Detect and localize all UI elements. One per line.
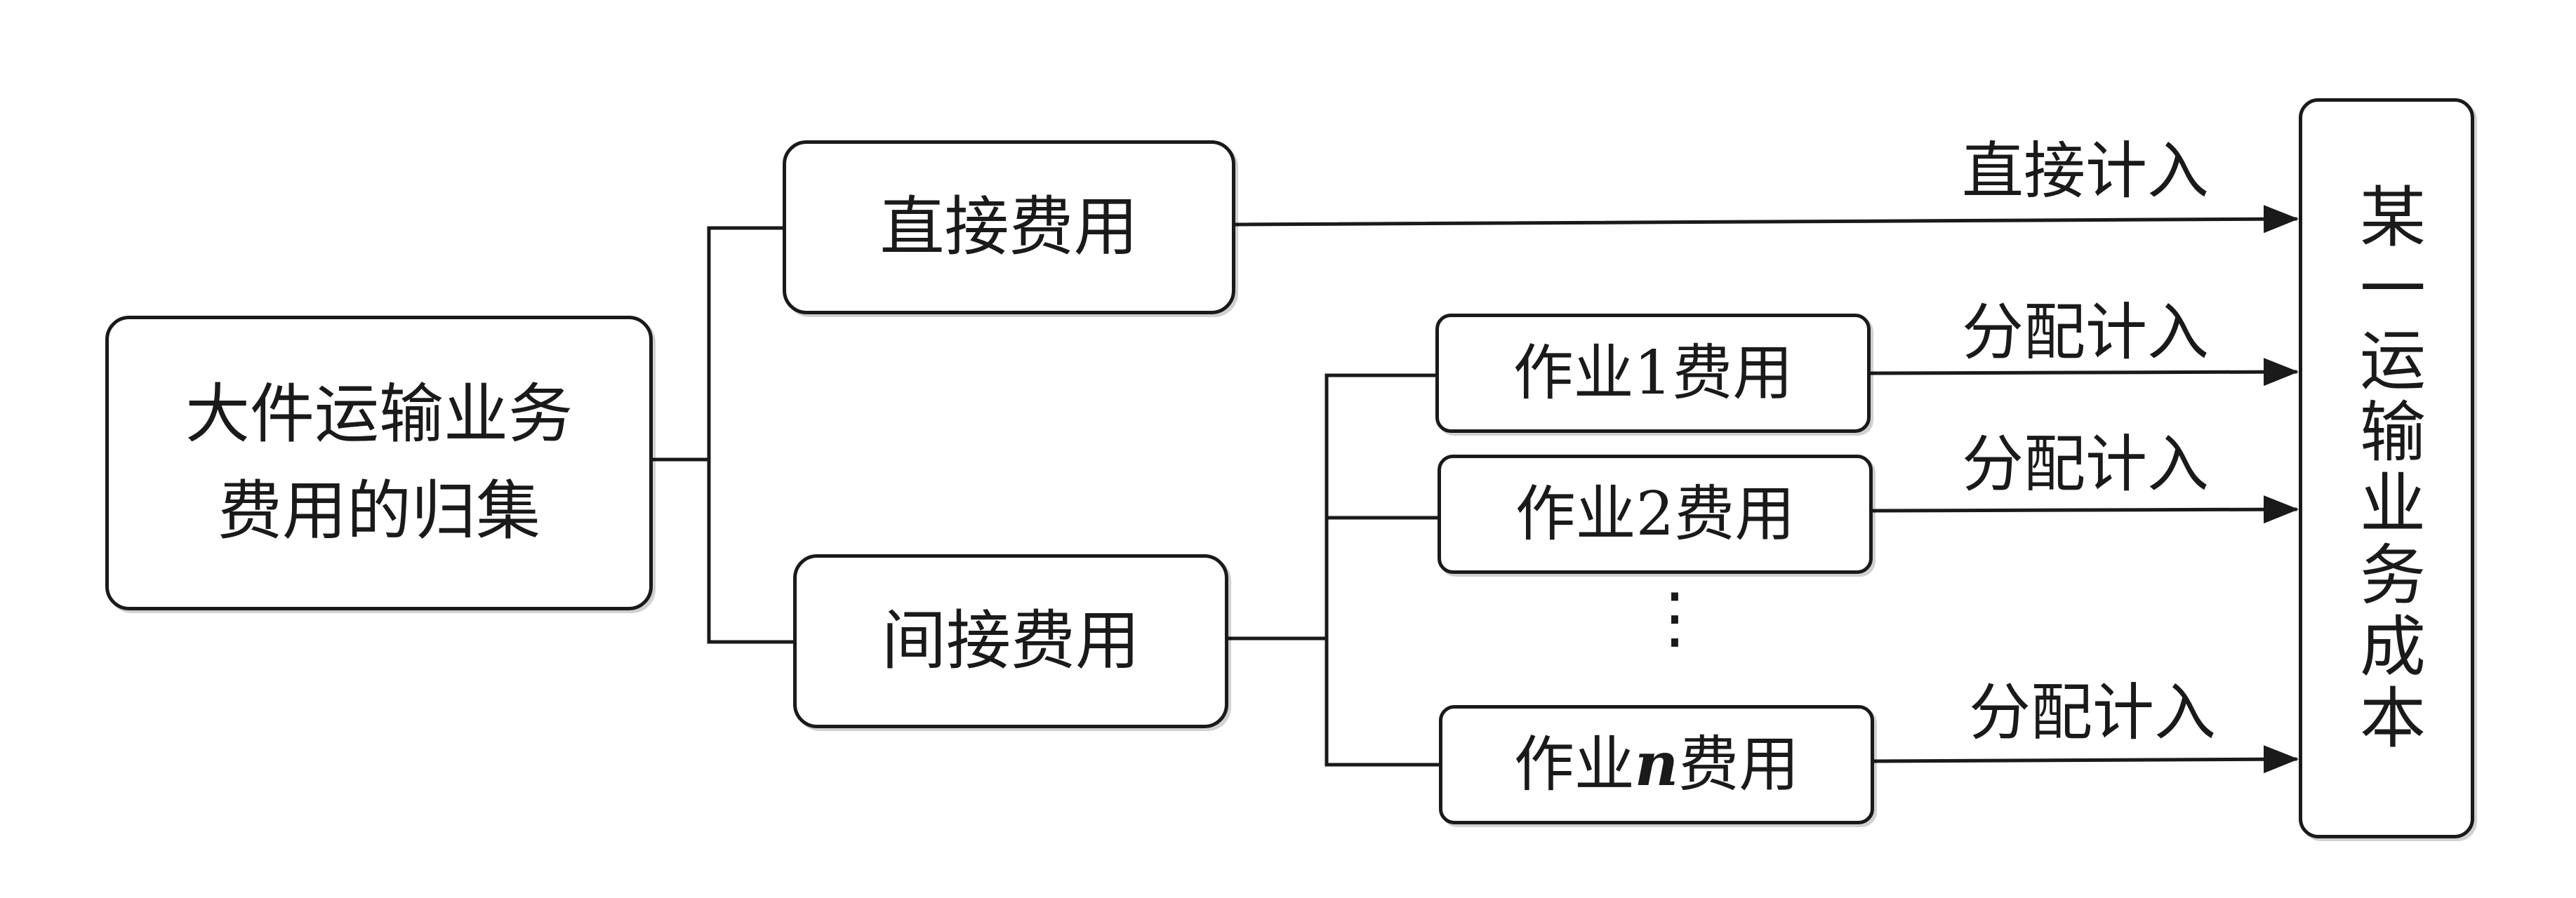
indirect-cost-node: 间接费用 xyxy=(793,554,1228,728)
jobn-prefix: 作业 xyxy=(1513,729,1635,800)
direct-cost-label: 直接费用 xyxy=(879,189,1138,264)
jobn-variable: n xyxy=(1634,728,1679,800)
job2-cost-node: 作业2费用 xyxy=(1438,455,1873,574)
job1-cost-node: 作业1费用 xyxy=(1435,314,1871,433)
jobn-allocation-label: 分配计入 xyxy=(1969,676,2217,749)
direct-allocation-label: 直接计入 xyxy=(1962,135,2210,207)
more-jobs-ellipsis: ⋮ xyxy=(1641,578,1708,657)
root-node-label: 大件运输业务费用的归集 xyxy=(185,377,573,549)
job1-arrow xyxy=(1868,358,2299,387)
direct-arrow xyxy=(1233,205,2299,234)
root-node: 大件运输业务费用的归集 xyxy=(105,316,653,610)
job2-arrow xyxy=(1871,495,2299,524)
jobn-arrow xyxy=(1872,745,2299,774)
job1-cost-label: 作业1费用 xyxy=(1513,337,1793,408)
target-cost-label: 某一运输业务成本 xyxy=(2349,182,2425,755)
jobn-cost-label: 作业n费用 xyxy=(1514,723,1800,807)
target-cost-node: 某一运输业务成本 xyxy=(2299,98,2474,838)
jobn-cost-node: 作业n费用 xyxy=(1439,705,1874,824)
jobn-suffix: 费用 xyxy=(1678,729,1800,800)
job2-cost-label: 作业2费用 xyxy=(1515,478,1795,549)
job1-allocation-label: 分配计入 xyxy=(1962,296,2210,368)
job2-allocation-label: 分配计入 xyxy=(1962,428,2210,500)
direct-cost-node: 直接费用 xyxy=(783,140,1235,314)
indirect-cost-label: 间接费用 xyxy=(881,603,1140,678)
